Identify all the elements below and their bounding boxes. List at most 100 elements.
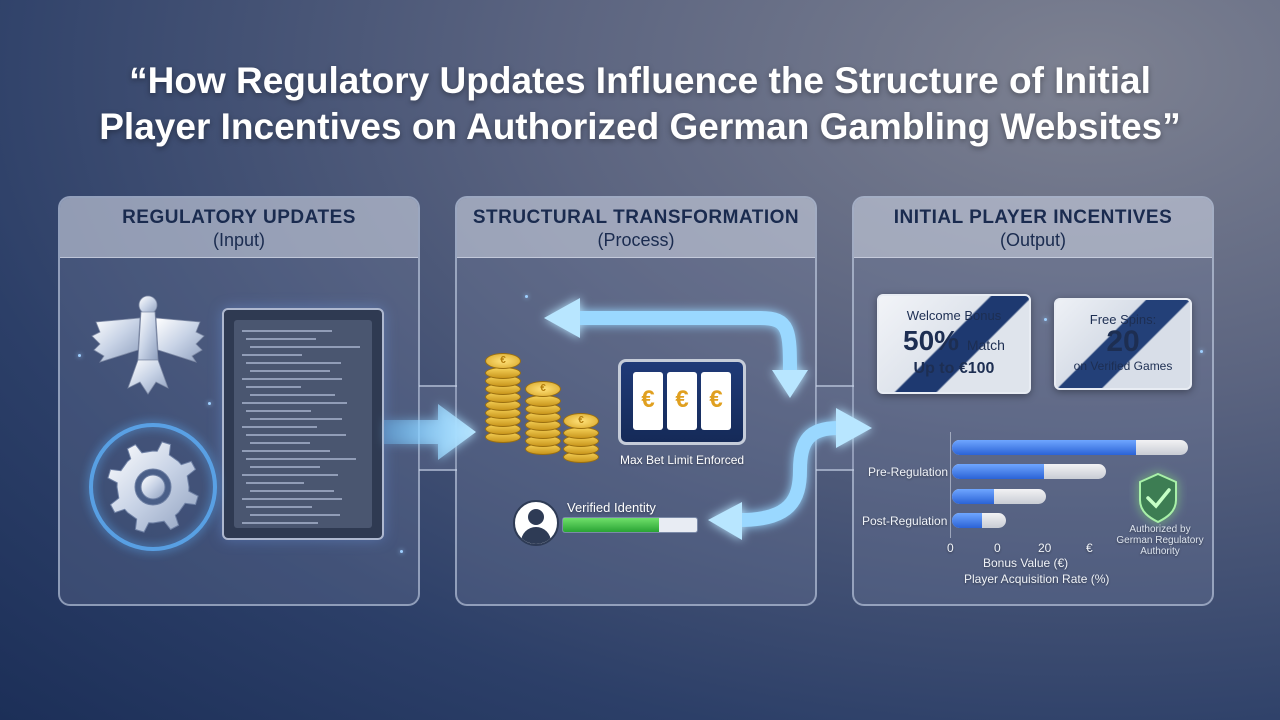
euro-coin-face: €	[563, 413, 599, 429]
bonus-match: Match	[966, 337, 1005, 353]
bar-track	[952, 513, 1006, 528]
panel-heading: STRUCTURAL TRANSFORMATION	[472, 207, 800, 228]
slot-reel: €	[667, 372, 697, 430]
category-label: Post-Regulation	[862, 514, 948, 528]
document-text-line	[250, 346, 360, 348]
x-axis-label: Player Acquisition Rate (%)	[964, 572, 1110, 586]
panel-header: INITIAL PLAYER INCENTIVES (Output)	[854, 198, 1212, 258]
welcome-bonus-percent: 50% Match	[879, 326, 1029, 360]
document-text-line	[246, 482, 304, 484]
slot-machine-icon: € € €	[618, 359, 746, 445]
document-text-line	[242, 426, 317, 428]
gear-icon	[89, 423, 217, 551]
free-spins-games: on Verified Games	[1073, 359, 1173, 373]
bonus-percent: 50%	[903, 325, 960, 356]
euro-coin-face: €	[525, 381, 561, 397]
document-text-line	[246, 362, 341, 364]
document-screen	[234, 320, 372, 528]
category-label: Pre-Regulation	[868, 465, 949, 479]
panel-subheading: (Input)	[212, 230, 266, 250]
sparkle-dot	[1200, 350, 1203, 353]
input-arrow-icon	[384, 404, 476, 460]
document-text-line	[242, 522, 318, 524]
bar	[952, 440, 1137, 455]
x-tick-label: €	[1086, 541, 1093, 555]
document-text-line	[250, 466, 320, 468]
document-text-line	[242, 354, 302, 356]
authorized-caption-line: German Regulatory	[1116, 535, 1204, 546]
document-text-line	[242, 330, 332, 332]
panel-header: REGULATORY UPDATES (Input)	[60, 198, 418, 258]
document-text-line	[242, 474, 338, 476]
panel-header: STRUCTURAL TRANSFORMATION (Process)	[457, 198, 815, 258]
x-axis-label: Bonus Value (€)	[983, 556, 1069, 570]
reel-symbol: €	[641, 386, 655, 413]
authorized-caption-line: Authority	[1140, 546, 1180, 557]
welcome-bonus-card: Welcome Bonus 50% Match Up to €100	[877, 294, 1031, 394]
document-text-line	[250, 418, 342, 420]
sparkle-dot	[525, 295, 528, 298]
max-bet-caption: Max Bet Limit Enforced	[620, 453, 745, 467]
panel-heading: REGULATORY UPDATES	[122, 207, 356, 228]
verified-identity-fill	[563, 518, 660, 532]
slot-reel: €	[701, 372, 731, 430]
bar	[952, 464, 1045, 479]
avatar-head	[528, 509, 544, 525]
title-line-1: “How Regulatory Updates Influence the St…	[129, 60, 1151, 101]
free-spins-count: 20	[1106, 325, 1140, 358]
document-text-line	[246, 506, 312, 508]
panel-subheading: (Output)	[999, 230, 1067, 250]
shield-check-icon	[1139, 472, 1177, 524]
loop-arrow-bottom-icon	[708, 408, 872, 540]
document-icon	[222, 308, 384, 540]
welcome-bonus-limit: Up to €100	[913, 360, 995, 377]
document-text-line	[242, 378, 342, 380]
free-spins-label: Free Spins:	[1089, 312, 1157, 327]
authorized-caption-line: Authorized by	[1129, 524, 1191, 535]
avatar-body	[521, 527, 551, 544]
user-avatar-icon	[513, 500, 559, 546]
eagle-emblem-icon	[91, 295, 205, 395]
page-title: “How Regulatory Updates Influence the St…	[40, 58, 1240, 150]
bar	[952, 513, 982, 528]
document-text-line	[250, 394, 335, 396]
verified-identity-label: Verified Identity	[567, 500, 656, 515]
document-text-line	[246, 338, 316, 340]
title-line-2: Player Incentives on Authorized German G…	[99, 106, 1181, 147]
authorized-caption: Authorized by German Regulatory Authorit…	[1110, 524, 1210, 557]
euro-coin-face: €	[485, 353, 521, 369]
x-tick-label: 0	[994, 541, 1001, 555]
document-text-line	[242, 498, 342, 500]
document-text-line	[250, 514, 340, 516]
sparkle-dot	[1044, 318, 1047, 321]
loop-arrow-top-icon	[544, 298, 808, 398]
free-spins-card: Free Spins: 20 on Verified Games	[1054, 298, 1192, 390]
sparkle-dot	[78, 354, 81, 357]
bar	[952, 489, 995, 504]
bar-track	[952, 464, 1106, 479]
bar-track	[952, 489, 1046, 504]
sparkle-dot	[400, 550, 403, 553]
document-text-line	[242, 402, 347, 404]
document-text-line	[246, 386, 301, 388]
document-text-line	[250, 490, 334, 492]
document-text-line	[250, 370, 330, 372]
slot-reel: €	[633, 372, 663, 430]
x-tick-label: 0	[947, 541, 954, 555]
bar-track	[952, 440, 1188, 455]
document-text-line	[250, 442, 310, 444]
document-text-line	[246, 410, 311, 412]
document-text-line	[246, 458, 356, 460]
panel-subheading: (Process)	[597, 230, 675, 250]
verified-identity-progress	[562, 517, 698, 533]
x-tick-label: 20	[1038, 541, 1052, 555]
panel-heading: INITIAL PLAYER INCENTIVES	[893, 207, 1173, 228]
welcome-bonus-label: Welcome Bonus	[906, 308, 1002, 323]
panel-initial-player-incentives: INITIAL PLAYER INCENTIVES (Output)	[852, 196, 1214, 606]
document-text-line	[242, 450, 330, 452]
document-text-line	[246, 434, 346, 436]
reel-symbol: €	[709, 386, 723, 413]
sparkle-dot	[208, 402, 211, 405]
y-axis-line	[950, 432, 951, 538]
